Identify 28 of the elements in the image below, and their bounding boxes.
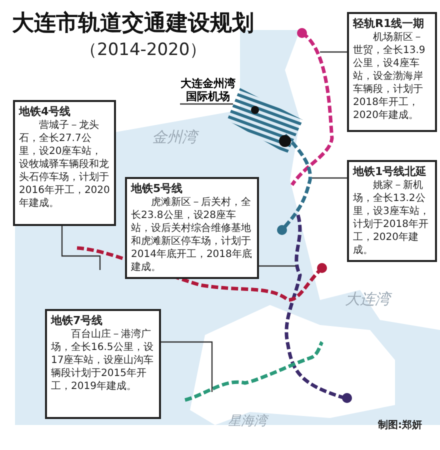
line-heading: 轻轨R1线一期 <box>353 17 426 30</box>
title: 大连市轨道交通建设规划 <box>12 10 254 38</box>
line-heading: 地铁4号线 <box>19 105 72 118</box>
leader-line <box>259 265 296 267</box>
line-description: 虎滩新区－后关村，全长23.8公里，设28座车站，设后关村综合维修基地和虎滩新区停车场，计划于2014年底开工，2018年底建成。 <box>131 196 253 274</box>
info-box <box>125 177 259 279</box>
line-description: 姚家－新机场，全长13.2公里，设3座车站，计划于2018年开工，2020年建成。 <box>353 179 430 257</box>
leader-line <box>320 51 347 53</box>
line-heading: 地铁5号线 <box>131 182 184 195</box>
leader-line <box>161 341 213 392</box>
info-box <box>13 100 116 226</box>
line-description: 机场新区－世贸，全长13.9公里，设4座车站，设金渤海岸车辆段，计划于2018年开工，2020年建成。 <box>353 31 426 122</box>
bay-name: 大连湾 <box>345 290 390 309</box>
line-heading: 地铁7号线 <box>51 314 104 327</box>
credit-text: 制图:郑妍 <box>378 418 422 432</box>
line-heading: 地铁1号线北延 <box>353 165 428 178</box>
line-description: 百台山庄－港湾广场，全长16.5公里，设17座车站，设座山沟车辆段计划于2015年开工，2019年建成。 <box>51 328 155 393</box>
info-box <box>347 12 437 132</box>
subtitle: （2014-2020） <box>80 39 207 61</box>
line-description: 营城子－龙头石，全长27.7公里，设20座车站，设牧城驿车辆段和龙头石停车场，计划于2016年开工，2020年建成。 <box>19 119 110 210</box>
airport-label: 大连金州湾国际机场 <box>180 77 236 103</box>
info-box <box>347 160 437 262</box>
info-box <box>45 309 161 419</box>
leader-line <box>312 177 347 179</box>
bay-name: 金州湾 <box>152 128 197 147</box>
bay-name: 星海湾 <box>228 413 267 430</box>
leader-line <box>61 226 101 270</box>
leader-line <box>180 103 233 105</box>
